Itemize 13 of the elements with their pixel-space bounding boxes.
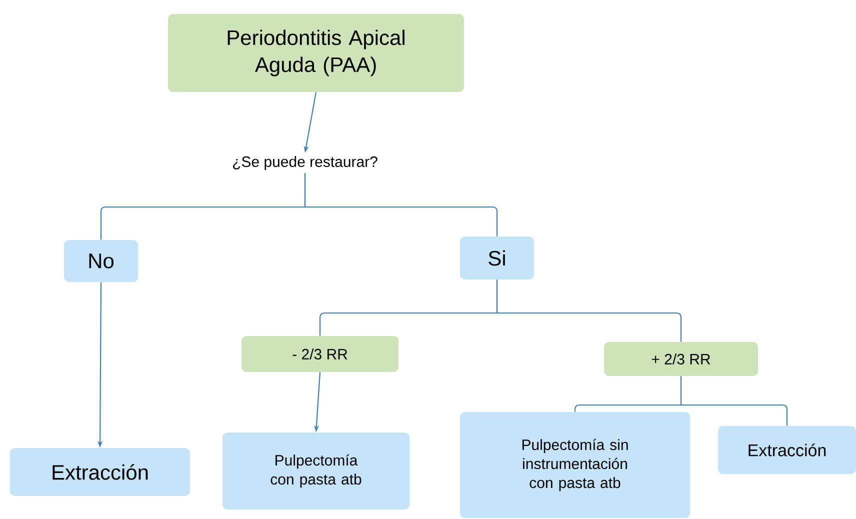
- process-box: No: [64, 240, 138, 282]
- process-box: Extracción: [10, 448, 190, 496]
- bracket-line: [680, 376, 788, 426]
- process-box: Extracción: [718, 426, 856, 474]
- process-box: Si: [460, 236, 534, 280]
- bracket-line: [304, 173, 498, 236]
- question-text: ¿Se puede restaurar?: [233, 156, 378, 170]
- process-box: + 2/3 RR: [604, 342, 758, 376]
- process-box: Pulpectomía con pasta atb: [222, 432, 410, 510]
- bracket-line: [496, 280, 682, 342]
- process-box: Periodontitis Apical Aguda (PAA): [168, 14, 464, 92]
- process-box: Pulpectomía sin instrumentación con pasta atb: [460, 412, 690, 518]
- process-box: - 2/3 RR: [242, 336, 398, 372]
